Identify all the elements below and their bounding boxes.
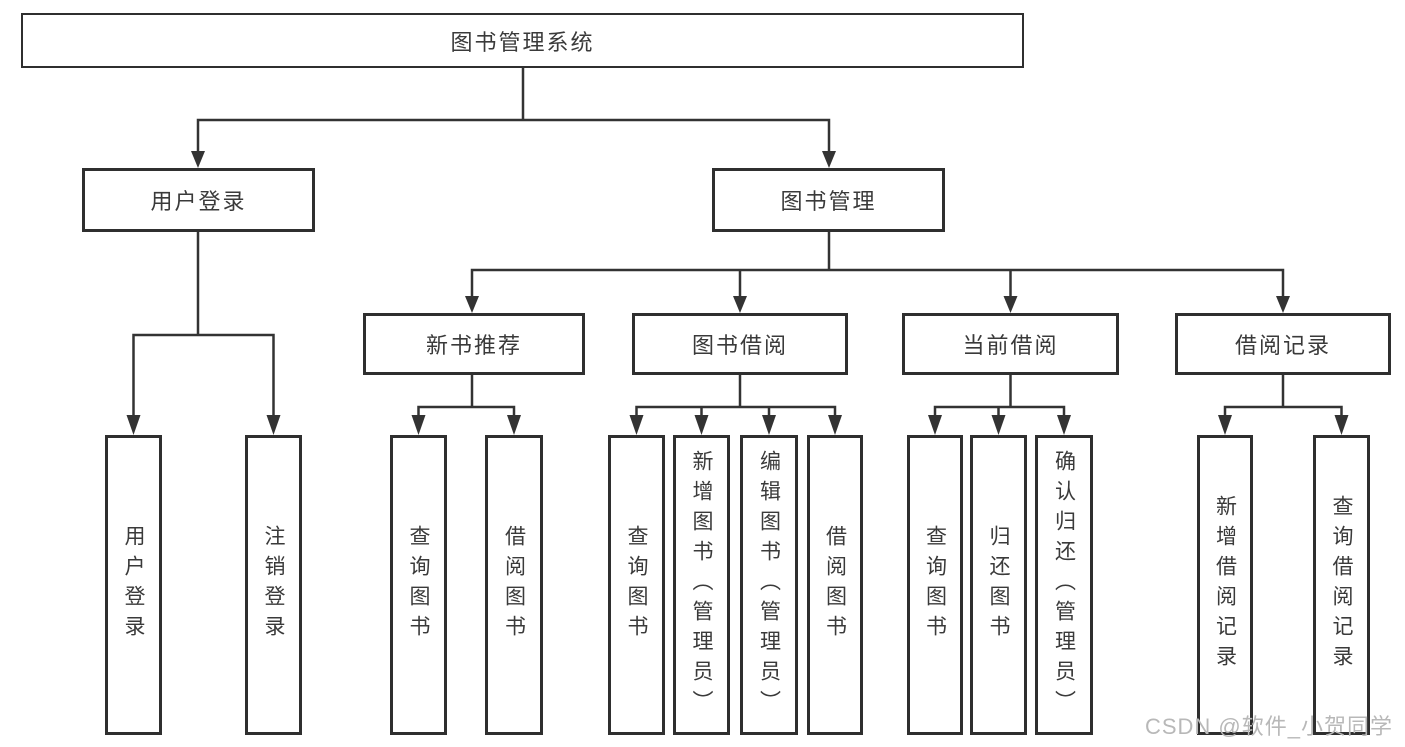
leaf-query-borrow-record: 查询借阅记录: [1313, 435, 1370, 735]
node-book-borrowing: 图书借阅: [632, 313, 848, 375]
node-borrowing-records: 借阅记录: [1175, 313, 1391, 375]
leaf-return-books: 归还图书: [970, 435, 1027, 735]
leaf-user-login: 用户登录: [105, 435, 162, 735]
node-library-management-system: 图书管理系统: [21, 13, 1024, 68]
node-user-login: 用户登录: [82, 168, 315, 232]
leaf-query-books-recommend: 查询图书: [390, 435, 447, 735]
leaf-query-books-borrowing: 查询图书: [608, 435, 665, 735]
leaf-confirm-return-admin: 确认归还（管理员）: [1035, 435, 1093, 735]
leaf-query-books-current: 查询图书: [907, 435, 963, 735]
node-book-management: 图书管理: [712, 168, 945, 232]
node-current-borrowing: 当前借阅: [902, 313, 1119, 375]
leaf-borrow-books-recommend: 借阅图书: [485, 435, 543, 735]
leaf-logout: 注销登录: [245, 435, 302, 735]
leaf-edit-book-admin: 编辑图书（管理员）: [740, 435, 798, 735]
leaf-borrow-books: 借阅图书: [807, 435, 863, 735]
leaf-add-book-admin: 新增图书（管理员）: [673, 435, 730, 735]
node-new-book-recommend: 新书推荐: [363, 313, 585, 375]
csdn-watermark: CSDN @软件_小贺同学: [1144, 714, 1393, 739]
leaf-add-borrow-record: 新增借阅记录: [1197, 435, 1253, 735]
